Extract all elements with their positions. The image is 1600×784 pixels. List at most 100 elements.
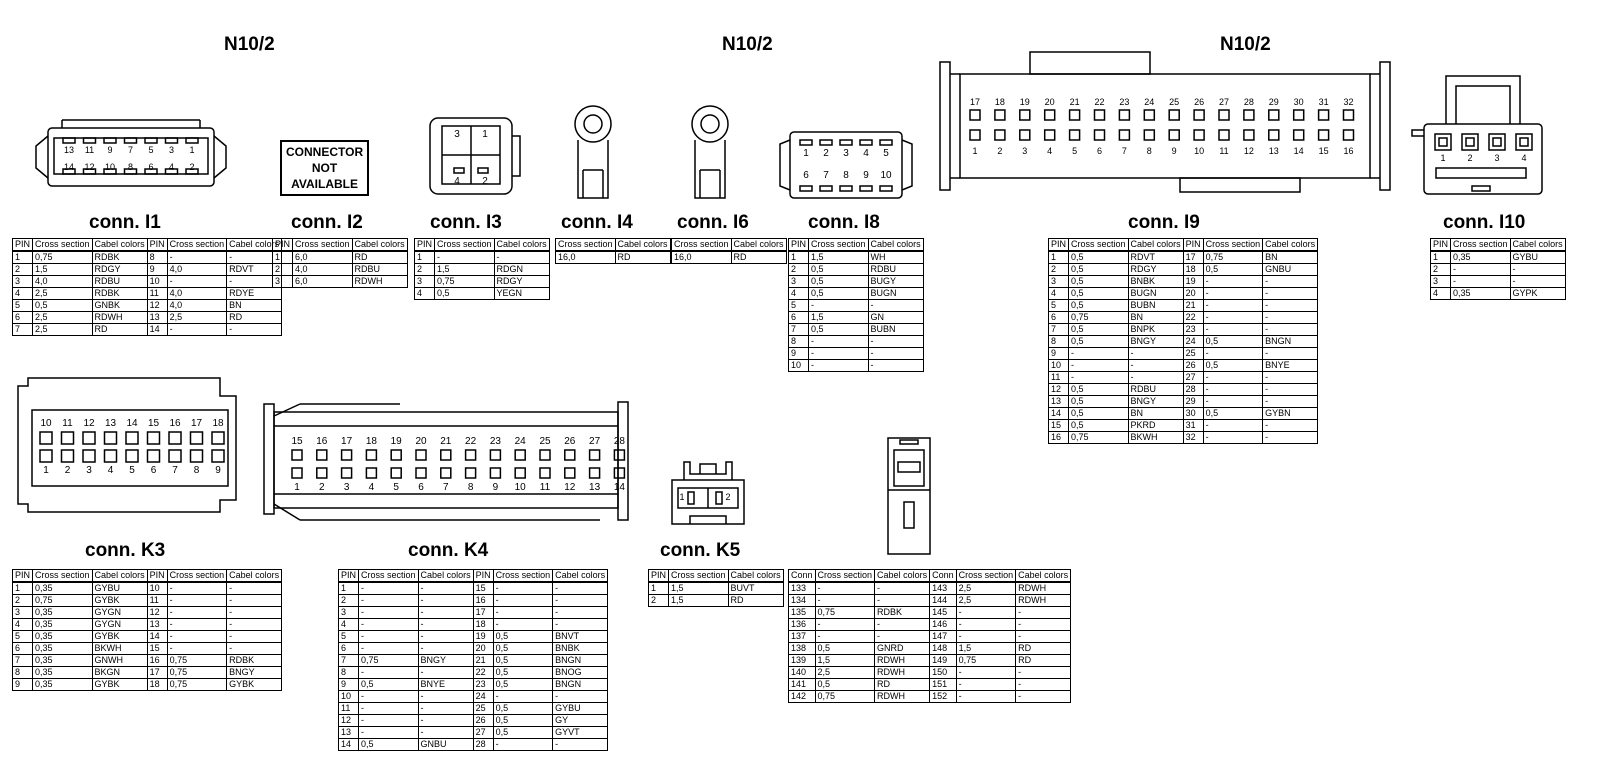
note-line-3: AVAILABLE [291, 177, 358, 191]
table-cell: RDGY [91, 263, 148, 276]
table-cell: - [417, 702, 474, 715]
table-header-cell: Cross section [166, 569, 228, 583]
conn-k4-title: conn. K4 [408, 540, 489, 561]
table-cell: 0,35 [1450, 250, 1511, 264]
pin-slot [82, 449, 96, 463]
table-cell: 0,35 [32, 606, 93, 619]
pin-slot [613, 449, 626, 461]
table-cell: 17 [146, 666, 168, 679]
table-header-cell: Cabel colors [91, 569, 148, 583]
table-cell: - [417, 606, 474, 619]
table-cell: - [552, 594, 609, 607]
table-cell: 26 [472, 714, 494, 727]
table-cell: 9 [787, 347, 810, 360]
table-cell: - [552, 581, 609, 595]
pin-slot [1317, 129, 1330, 141]
table-cell: 1 [11, 250, 34, 264]
pin-number-label: 4 [1047, 146, 1053, 156]
pin-slot [164, 168, 179, 175]
table-cell: - [358, 666, 419, 679]
table-cell: 16 [146, 654, 168, 667]
pin-number-label: 28 [613, 436, 625, 447]
pin-slot [1461, 133, 1479, 151]
table-cell: 11 [146, 594, 168, 607]
pin-number-label: 13 [589, 482, 601, 493]
table-cell: 0,5 [358, 678, 419, 691]
table-header-cell: PIN [787, 238, 810, 252]
table-cell: - [358, 714, 419, 727]
table-cell: 12 [146, 606, 168, 619]
table-cell: - [874, 594, 931, 607]
table-cell: - [417, 726, 474, 739]
pin-slot [464, 449, 477, 461]
table-cell: RDGN [493, 263, 550, 276]
pin-number-label: 2 [725, 492, 731, 502]
pin-slot [146, 449, 161, 463]
table-cell: 4,0 [166, 287, 228, 300]
pin-number-label: 18 [212, 418, 224, 429]
table-cell: - [1202, 299, 1264, 312]
table-cell: 3 [413, 275, 436, 288]
table-cell: RD [1015, 654, 1072, 667]
pin-slot [588, 467, 601, 479]
table-cell: - [1202, 275, 1264, 288]
table-cell: 15 [146, 642, 168, 655]
table-cell: 0,35 [32, 618, 93, 631]
table-header-cell: Cross section [1068, 238, 1129, 252]
pin-number-label: 9 [492, 482, 499, 493]
table-cell: 134 [788, 594, 816, 607]
table-cell: - [1068, 359, 1129, 372]
conn-i6-title: conn. I6 [677, 212, 749, 233]
table-cell: 0,75 [814, 690, 876, 703]
pin-number-label: 19 [1019, 97, 1030, 107]
pin-number-label: 20 [1044, 97, 1055, 107]
pin-number-label: 5 [883, 148, 889, 159]
table-cell: 3 [11, 275, 34, 288]
table-cell: 12 [337, 714, 360, 727]
table-header-cell: Cross section [808, 238, 869, 252]
pin-number-label: 2 [189, 162, 195, 172]
table-cell: - [417, 630, 474, 643]
table-cell: - [1127, 371, 1184, 384]
table-cell: - [814, 581, 876, 595]
table-cell: - [492, 606, 554, 619]
pin-number-label: 25 [1169, 97, 1180, 107]
pin-slot [1268, 129, 1280, 141]
table-cell: - [874, 618, 931, 631]
pin-slot [564, 449, 576, 461]
table-cell: 142 [788, 690, 816, 703]
table-cell: 8 [1047, 335, 1070, 348]
table-header-cell: Cabel colors [1262, 238, 1319, 252]
table-cell: 0,75 [814, 606, 876, 619]
table-cell: 0,75 [955, 654, 1017, 667]
pin-slot [316, 467, 328, 479]
pin-number-label: 28 [1243, 97, 1254, 107]
table-cell: 6 [787, 311, 810, 324]
table-header-cell: Cabel colors [417, 569, 474, 583]
table-cell: 0,5 [1068, 250, 1129, 264]
table-cell: BNYE [1262, 359, 1319, 372]
table-cell: - [955, 678, 1017, 691]
table-cell: 146 [929, 618, 957, 631]
table-header-cell: Cross section [358, 569, 419, 583]
table-cell: 0,5 [492, 654, 554, 667]
pin-number-label: 8 [1146, 146, 1152, 156]
pin-number-label: 11 [62, 418, 73, 429]
table-cell: - [1262, 383, 1319, 396]
header-left: N10/2 [224, 34, 275, 55]
table-cell: 0,5 [808, 275, 869, 288]
table-cell: - [1015, 630, 1072, 643]
pin-number-label: 21 [1069, 97, 1080, 107]
